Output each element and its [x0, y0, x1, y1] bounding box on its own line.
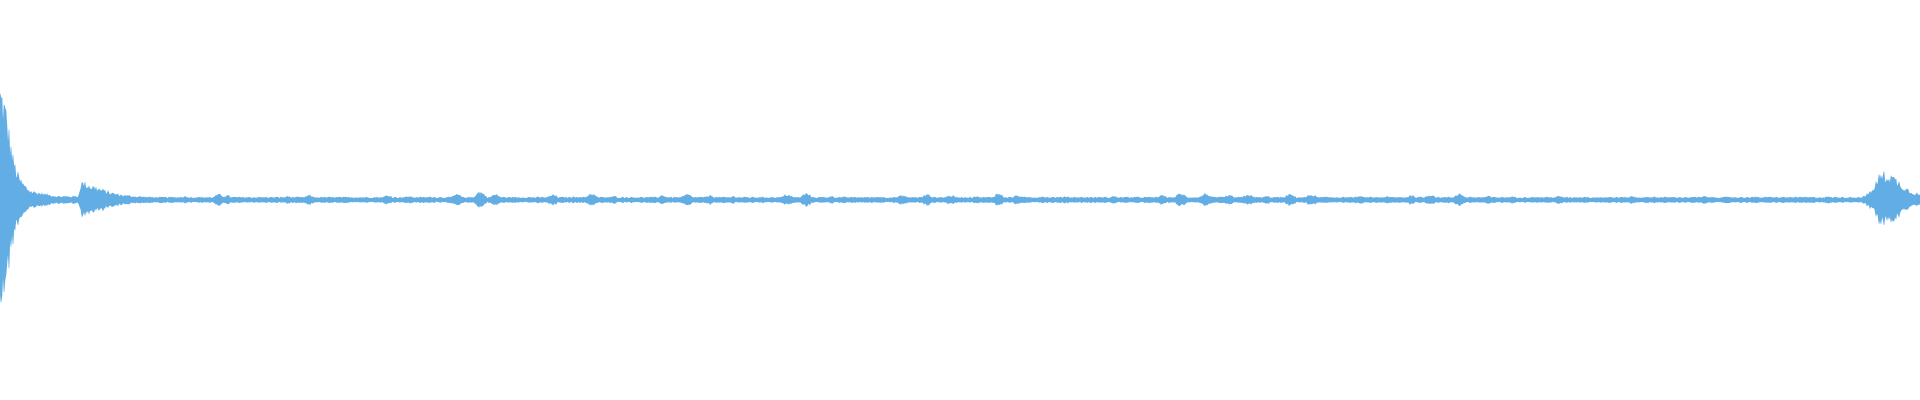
waveform-path [0, 93, 1920, 303]
waveform-bars [0, 93, 1920, 303]
